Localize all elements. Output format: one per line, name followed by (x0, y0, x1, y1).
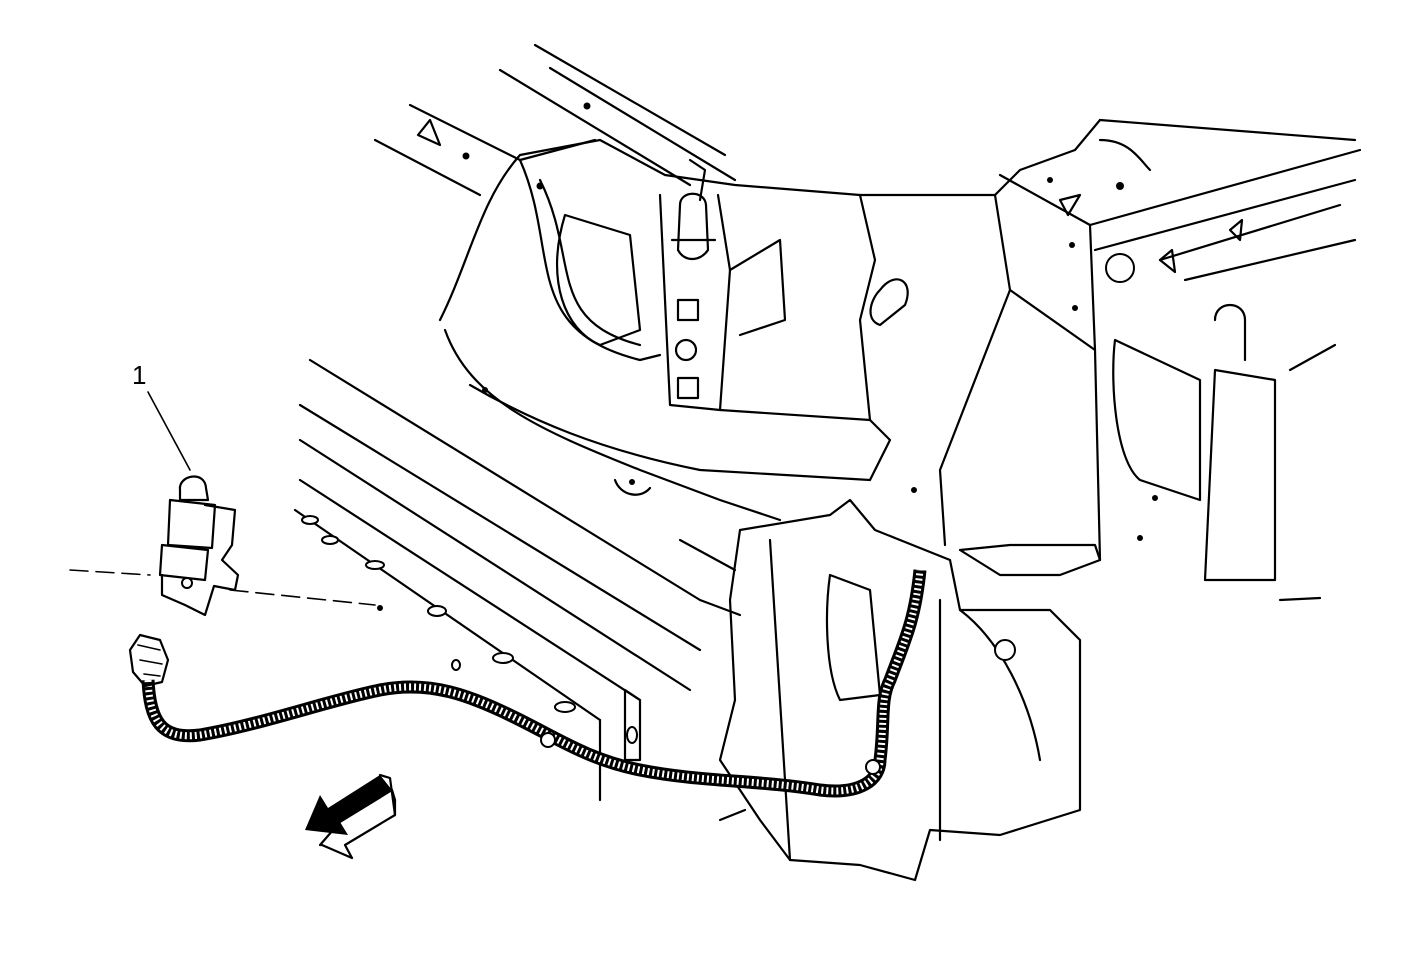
front-direction-arrow-icon (305, 773, 397, 860)
upper-frame-rails (373, 43, 737, 197)
right-side-structure (858, 118, 1362, 602)
strut-tower-stud (658, 158, 787, 412)
callout-leader-lines (69, 391, 376, 606)
front-lower-panel (623, 498, 1082, 882)
wiring-harness (141, 569, 927, 798)
lower-frame-rails (293, 358, 742, 802)
sensor-component-icon (158, 475, 240, 617)
callout-number-1: 1 (132, 360, 147, 390)
harness-connector-icon (128, 633, 170, 688)
upper-support-structure (438, 118, 1102, 522)
